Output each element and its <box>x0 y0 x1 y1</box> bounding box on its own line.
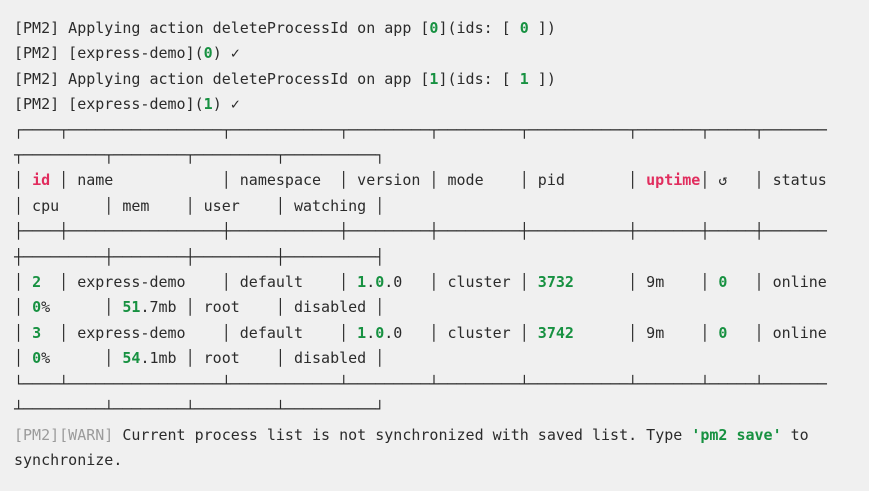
terminal-text-segment: [PM2] [express-demo]( <box>14 95 204 114</box>
terminal-text-segment: ]) <box>528 19 556 37</box>
terminal-text-segment: % │ <box>41 349 123 368</box>
terminal-text-segment: 1 <box>429 69 439 88</box>
terminal-text-segment: ) <box>212 44 231 63</box>
terminal-text-segment: 2 <box>32 273 42 292</box>
terminal-text-segment: [PM2] Applying action deleteProcessId on… <box>14 19 430 37</box>
terminal-text-segment: ┬─────────┬────────┬─────────┬──────────… <box>14 146 385 165</box>
terminal-text-segment: │ express-demo │ default │ <box>41 323 358 342</box>
terminal-text-segment: .0 <box>384 323 403 342</box>
terminal-text-segment: 1 <box>519 69 529 88</box>
terminal-line-3: [PM2] Applying action deleteProcessId on… <box>14 67 869 92</box>
terminal-line-18: synchronize. <box>14 448 869 473</box>
terminal-text-segment: │ online <box>727 273 827 292</box>
terminal-text-segment: 0 <box>375 273 385 292</box>
terminal-text-segment: .7mb │ root │ disabled │ <box>140 298 385 317</box>
check-icon: ✓ <box>230 95 240 114</box>
terminal-text-segment: [PM2][WARN] <box>14 425 114 444</box>
terminal-text-segment: to <box>781 425 809 444</box>
terminal-text-segment: synchronize. <box>14 450 123 469</box>
terminal-text-segment: [PM2] Applying action deleteProcessId on… <box>14 69 430 88</box>
terminal-text-segment: │ express-demo │ default │ <box>41 273 358 292</box>
terminal-text-segment: │ online <box>727 323 827 342</box>
terminal-text-segment: 'pm2 save' <box>691 425 782 444</box>
terminal-line-6: ┬─────────┬────────┬─────────┬──────────… <box>14 143 869 168</box>
terminal-text-segment: ](ids: [ <box>438 69 520 88</box>
terminal-line-4: [PM2] [express-demo](1) ✓ <box>14 92 869 117</box>
terminal-line-11: │ 2 │ express-demo │ default │ 1.0.0 │ c… <box>14 270 869 295</box>
terminal-text-segment: id <box>32 171 51 190</box>
terminal-text-segment: [PM2] [express-demo]( <box>14 44 204 63</box>
terminal-text-segment: 3732 <box>537 273 574 292</box>
terminal-text-segment: ) <box>212 95 231 114</box>
terminal-text-segment: ├────┼─────────────────┼────────────┼───… <box>14 222 827 241</box>
terminal-line-16: ┴─────────┴────────┴─────────┴──────────… <box>14 397 869 422</box>
terminal-line-1: [PM2] Applying action deleteProcessId on… <box>14 16 869 41</box>
terminal-output: [PM2] Applying action deleteProcessId on… <box>14 16 869 473</box>
terminal-line-7: │ id │ name │ namespace │ version │ mode… <box>14 168 869 193</box>
terminal-text-segment: │ 9m │ <box>573 273 719 292</box>
terminal-text-segment: │ cluster │ <box>402 273 538 292</box>
terminal-text-segment: .0 <box>384 273 403 292</box>
terminal-text-segment: │ <box>14 298 33 317</box>
terminal-text-segment: ┌────┬─────────────────┬────────────┬───… <box>14 120 827 139</box>
terminal-text-segment: 0 <box>32 349 42 368</box>
terminal-text-segment: ]) <box>528 69 556 88</box>
terminal-text-segment: . <box>366 323 376 342</box>
terminal-text-segment: uptime <box>646 171 701 190</box>
terminal-text-segment: 0 <box>429 19 439 37</box>
terminal-text-segment: │ <box>700 171 719 190</box>
terminal-text-segment: 0 <box>32 298 42 317</box>
check-icon: ✓ <box>230 44 240 63</box>
terminal-text-segment: 1 <box>203 95 213 114</box>
terminal-text-segment: Current process list is not synchronized… <box>113 425 692 444</box>
terminal-line-12: │ 0% │ 51.7mb │ root │ disabled │ <box>14 295 869 320</box>
terminal-text-segment: 0 <box>519 19 529 37</box>
terminal-text-segment: . <box>366 273 376 292</box>
terminal-text-segment: % │ <box>41 298 123 317</box>
terminal-text-segment: 0 <box>375 323 385 342</box>
terminal-text-segment: ](ids: [ <box>438 19 520 37</box>
terminal-text-segment: │ <box>14 171 33 190</box>
terminal-text-segment: 0 <box>203 44 213 63</box>
terminal-text-segment: 54 <box>122 349 141 368</box>
terminal-text-segment: │ name │ namespace │ version │ mode │ pi… <box>50 171 647 190</box>
terminal-text-segment: │ <box>14 323 33 342</box>
terminal-text-segment: │ <box>14 349 33 368</box>
terminal-text-segment: 0 <box>718 273 728 292</box>
terminal-text-segment: 0 <box>718 323 728 342</box>
terminal-line-10: ┼─────────┼────────┼─────────┼──────────… <box>14 245 869 270</box>
terminal-line-13: │ 3 │ express-demo │ default │ 1.0.0 │ c… <box>14 321 869 346</box>
terminal-line-5: ┌────┬─────────────────┬────────────┬───… <box>14 118 869 143</box>
terminal-text-segment: ┴─────────┴────────┴─────────┴──────────… <box>14 400 385 419</box>
terminal-text-segment: │ <box>14 273 33 292</box>
terminal-text-segment: 51 <box>122 298 141 317</box>
terminal-text-segment: 3 <box>32 323 42 342</box>
terminal-text-segment: ┼─────────┼────────┼─────────┼──────────… <box>14 247 385 266</box>
restart-icon: ↺ <box>718 171 728 190</box>
terminal-line-15: └────┴─────────────────┴────────────┴───… <box>14 372 869 397</box>
terminal-text-segment: │ status <box>727 171 827 190</box>
terminal-text-segment: 1 <box>357 323 367 342</box>
terminal-text-segment: └────┴─────────────────┴────────────┴───… <box>14 374 827 393</box>
terminal-line-17: [PM2][WARN] Current process list is not … <box>14 423 869 448</box>
terminal-text-segment: .1mb │ root │ disabled │ <box>140 349 385 368</box>
terminal-line-8: │ cpu │ mem │ user │ watching │ <box>14 194 869 219</box>
terminal-text-segment: │ cpu │ mem │ user │ watching │ <box>14 196 385 215</box>
terminal-text-segment: │ cluster │ <box>402 323 538 342</box>
terminal-line-9: ├────┼─────────────────┼────────────┼───… <box>14 219 869 244</box>
terminal-line-2: [PM2] [express-demo](0) ✓ <box>14 41 869 66</box>
terminal-text-segment: │ 9m │ <box>573 323 719 342</box>
terminal-text-segment: 1 <box>357 273 367 292</box>
terminal-line-14: │ 0% │ 54.1mb │ root │ disabled │ <box>14 346 869 371</box>
terminal-text-segment: 3742 <box>537 323 574 342</box>
